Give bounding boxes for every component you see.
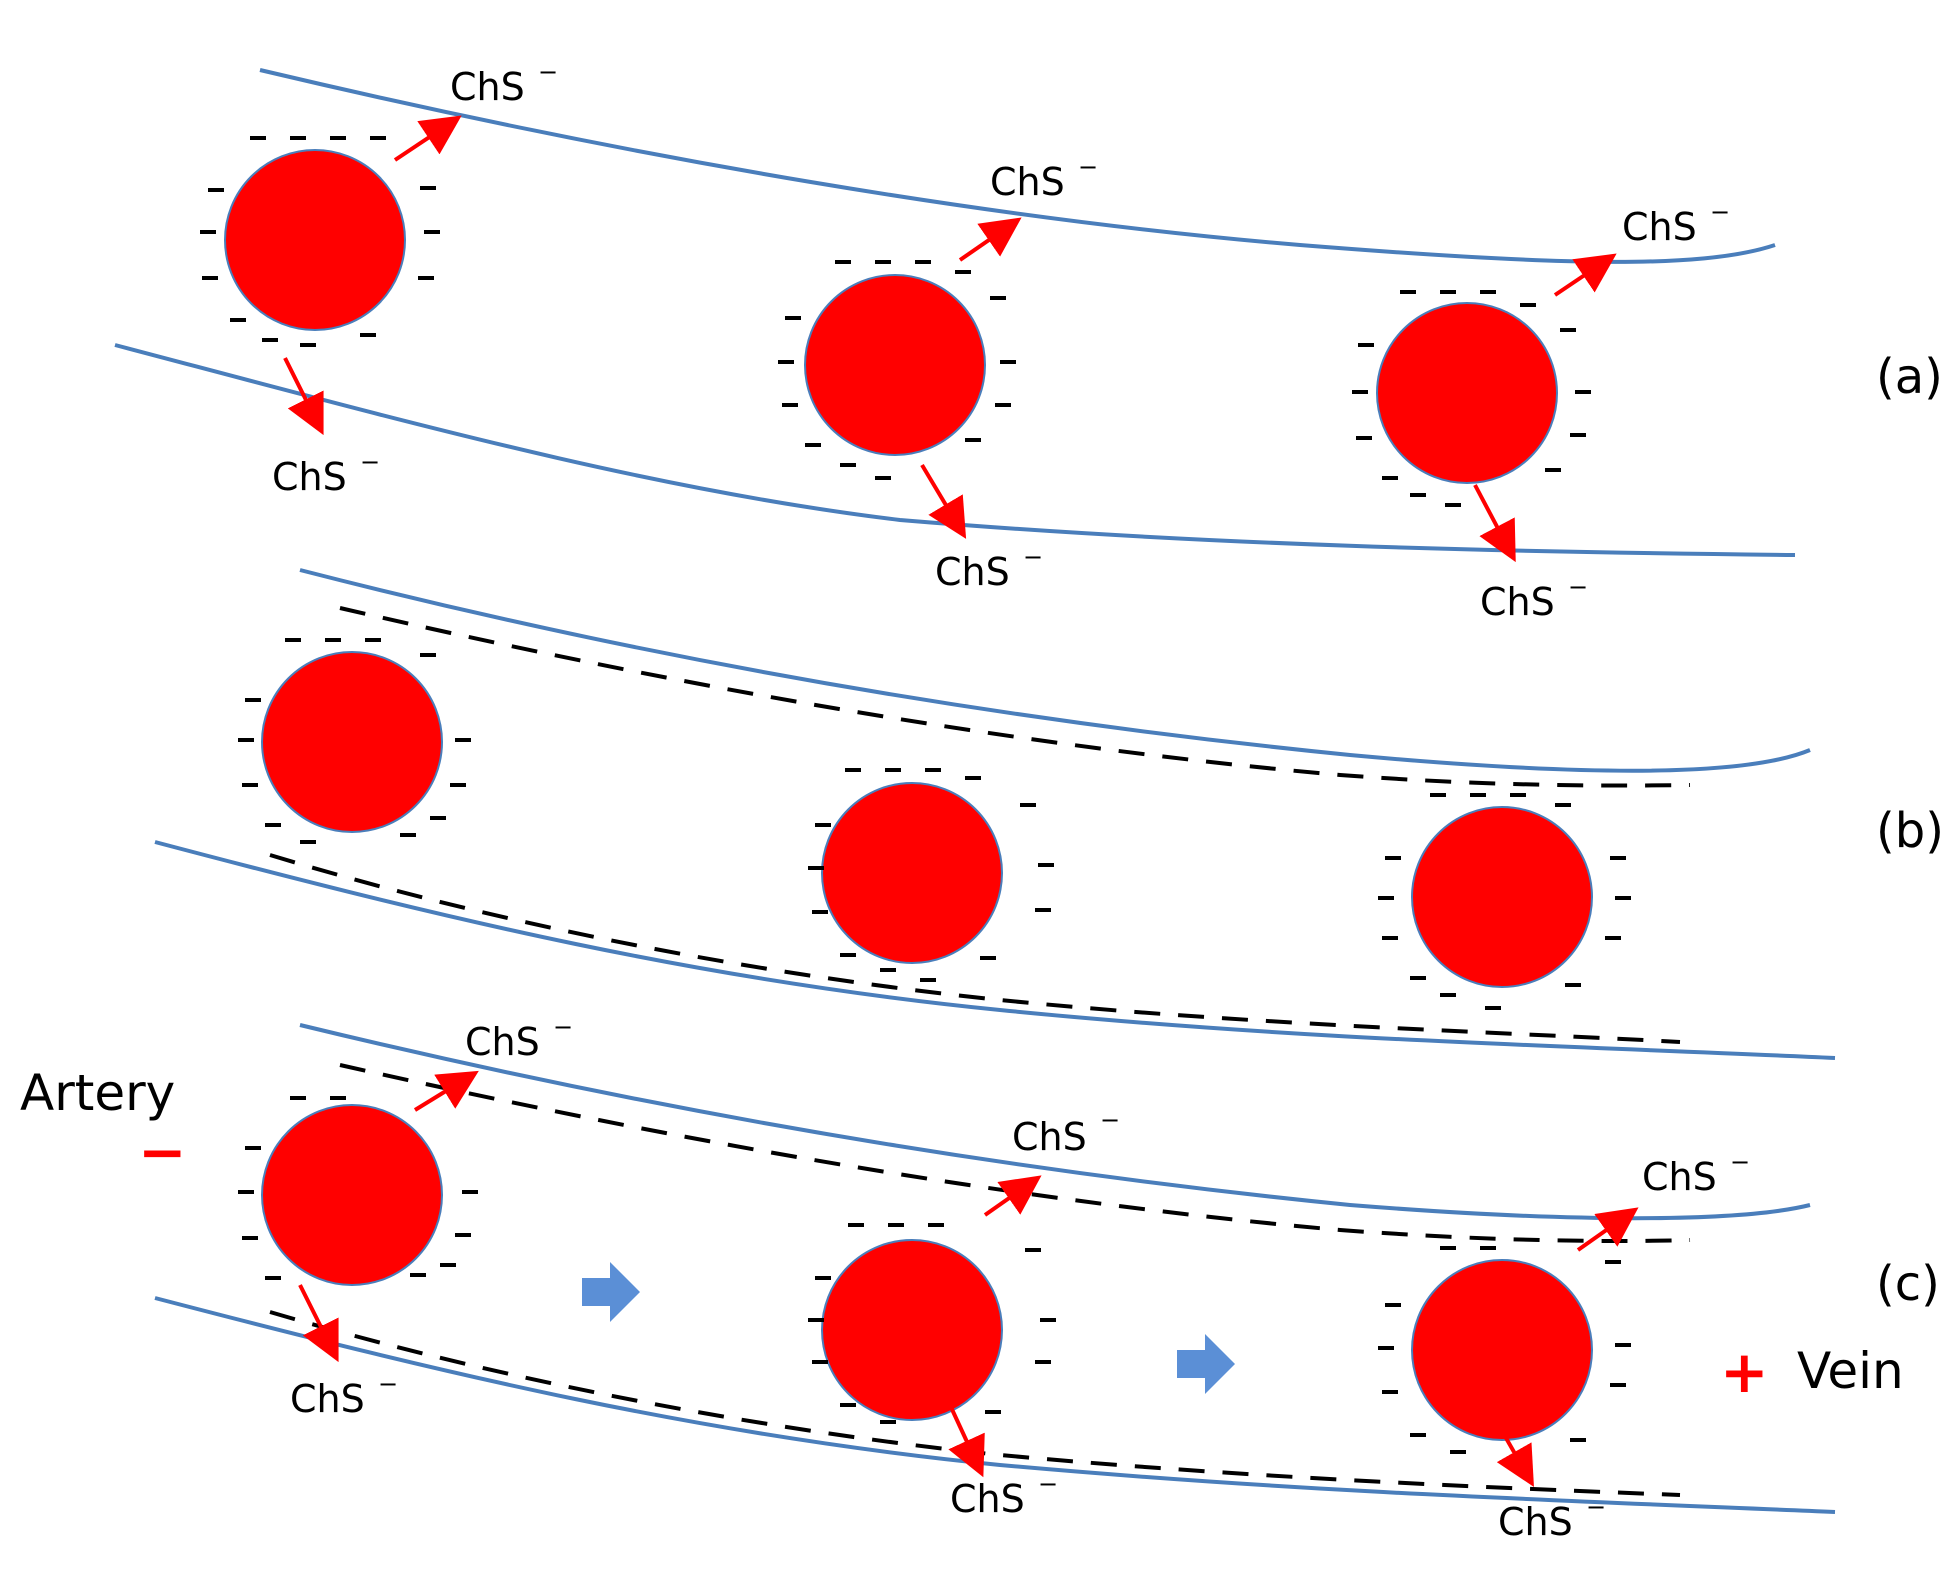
vein-positive-sign: + — [1720, 1338, 1769, 1406]
red-blood-cell — [1378, 793, 1631, 1010]
ion-label: ChS — [990, 160, 1065, 204]
panel-b: (b) — [154, 568, 1944, 1060]
red-blood-cell — [808, 1223, 1056, 1424]
ion-label: ChS — [1498, 1500, 1573, 1544]
charge-superscript: − — [1730, 1148, 1750, 1176]
wall-charge-layer-bottom — [269, 1310, 1681, 1497]
wall-charge-layer-bottom — [269, 853, 1681, 1044]
wall-charge-layer-top — [339, 606, 1691, 788]
ion-release: ChS − — [958, 153, 1098, 262]
ion-release: ChS − — [1576, 1148, 1750, 1252]
red-blood-cell — [1352, 290, 1591, 507]
charge-superscript: − — [1078, 153, 1098, 181]
ion-label: ChS — [450, 65, 525, 109]
ion-label: ChS — [1480, 580, 1555, 624]
red-blood-cell — [238, 638, 471, 844]
flow-direction-arrow — [1177, 1334, 1235, 1394]
charge-superscript: − — [1586, 1493, 1606, 1521]
ion-arrow — [413, 1070, 479, 1112]
ion-release: ChS − — [272, 357, 380, 499]
ion-arrow — [1553, 253, 1617, 297]
red-blood-cell — [1378, 1246, 1631, 1454]
ion-label: ChS — [1642, 1155, 1717, 1199]
charge-superscript: − — [1710, 198, 1730, 226]
red-blood-cell — [200, 136, 440, 347]
ion-label: ChS — [935, 550, 1010, 594]
artery-negative-sign: − — [138, 1118, 187, 1186]
charge-superscript: − — [538, 58, 558, 86]
ion-label: ChS — [290, 1377, 365, 1421]
ion-arrow — [283, 357, 324, 436]
vessel-wall-top — [259, 68, 1776, 264]
ion-arrow — [983, 1175, 1042, 1217]
ion-release: ChS − — [413, 1013, 573, 1112]
ion-release: ChS − — [983, 1106, 1120, 1217]
panel-label-a: (a) — [1876, 349, 1943, 405]
ion-arrow — [948, 1404, 985, 1478]
charge-superscript: − — [553, 1013, 573, 1041]
ion-label: ChS — [1012, 1115, 1087, 1159]
ion-label: ChS — [1622, 205, 1697, 249]
panel-label-b: (b) — [1876, 803, 1944, 859]
ion-release: ChS − — [290, 1284, 398, 1421]
ion-arrow — [298, 1284, 339, 1363]
red-blood-cell — [808, 768, 1054, 982]
panel-a: ChS − ChS − ChS − ChS − ChS − ChS − (a) — [114, 58, 1943, 624]
charge-superscript: − — [360, 448, 380, 476]
vessel-wall-bottom — [154, 1296, 1836, 1514]
ion-release: ChS − — [1553, 198, 1730, 297]
ion-label: ChS — [272, 455, 347, 499]
charge-superscript: − — [1023, 543, 1043, 571]
ion-release: ChS − — [1473, 484, 1588, 624]
vein-label: Vein — [1797, 1342, 1904, 1400]
vessel-wall-top — [299, 1023, 1811, 1221]
charge-superscript: − — [1100, 1106, 1120, 1134]
panel-c: ChS − ChS − ChS − ChS − ChS − ChS − — [20, 1013, 1940, 1544]
charge-superscript: − — [1038, 1470, 1058, 1498]
ion-label: ChS — [465, 1020, 540, 1064]
charge-superscript: − — [378, 1370, 398, 1398]
wall-charge-layer-top — [339, 1063, 1691, 1243]
ion-arrow — [393, 115, 462, 162]
vessel-wall-top — [299, 568, 1811, 773]
ion-release: ChS − — [393, 58, 558, 162]
ion-arrow — [1473, 484, 1516, 563]
ion-arrow — [920, 463, 967, 539]
ion-label: ChS — [950, 1477, 1025, 1521]
red-blood-cell — [778, 260, 1016, 480]
ion-release: ChS − — [948, 1404, 1058, 1521]
vessel-wall-bottom — [154, 840, 1836, 1060]
flow-direction-arrow — [582, 1262, 640, 1322]
charge-superscript: − — [1568, 573, 1588, 601]
ion-arrow — [958, 217, 1022, 262]
red-blood-cell — [238, 1096, 478, 1286]
artery-label: Artery — [20, 1064, 175, 1122]
ion-arrow — [1576, 1207, 1639, 1252]
panel-label-c: (c) — [1876, 1256, 1940, 1312]
ion-release: ChS − — [920, 463, 1043, 594]
ion-arrow — [1488, 1409, 1534, 1487]
ion-release: ChS − — [1488, 1409, 1606, 1544]
